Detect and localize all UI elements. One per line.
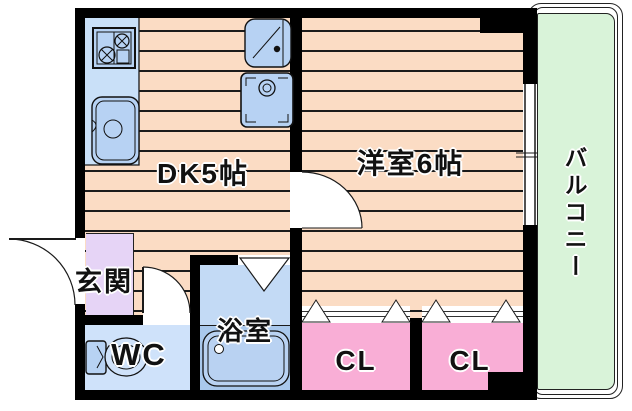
kitchen-sink-icon <box>91 96 140 165</box>
wall-closet-divider <box>410 318 422 400</box>
label-toilet: WC <box>111 337 167 372</box>
room-closet-left <box>302 323 410 390</box>
hall-door-swing-icon <box>142 266 191 325</box>
bathtub-icon <box>202 330 290 387</box>
label-balcony: バルコニー <box>561 145 587 281</box>
room-western <box>302 18 523 323</box>
washbasin-icon <box>244 18 292 68</box>
wall-corner-pillar <box>480 8 523 33</box>
living-door-swing-icon <box>290 171 363 229</box>
wall-toilet-top <box>75 315 143 325</box>
wall-corner-notch <box>488 372 537 400</box>
washing-machine-pan-icon <box>240 72 294 128</box>
balcony-window-icon <box>516 84 538 225</box>
wall-bathroom-left <box>190 255 200 400</box>
label-western-room: 洋室6帖 <box>356 148 465 179</box>
closet-folding-doors-icon <box>301 299 523 323</box>
bathroom-door-icon <box>238 255 291 293</box>
wall-dk-living-upper <box>290 8 302 172</box>
wall-dk-living-lower <box>290 228 302 400</box>
gas-stove-icon <box>92 27 136 69</box>
label-bathroom: 浴室 <box>216 316 273 346</box>
room-entrance <box>86 233 134 316</box>
label-closet-right: CL <box>449 345 491 376</box>
wall-left-lower <box>75 303 85 400</box>
toilet-icon <box>85 337 148 377</box>
wall-left-upper <box>75 8 85 239</box>
label-entrance: 玄関 <box>75 267 133 297</box>
entrance-door-swing-icon <box>8 238 85 306</box>
wall-bottom <box>75 390 536 400</box>
wall-bathroom-top <box>190 255 238 265</box>
wall-top <box>75 8 536 18</box>
label-dining-kitchen: DK5帖 <box>156 158 249 189</box>
room-balcony <box>537 13 615 390</box>
label-closet-left: CL <box>335 345 377 376</box>
